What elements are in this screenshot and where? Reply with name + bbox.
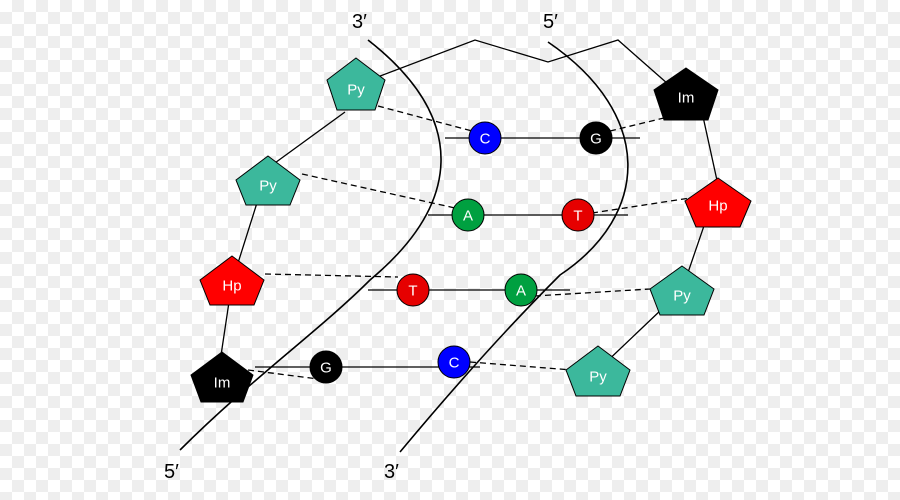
hbond-c-py: [469, 361, 573, 371]
polyamide-linker: [374, 39, 669, 85]
strand-end-top-right: 5′: [543, 11, 558, 33]
strand-end-bottom-left: 5′: [164, 461, 179, 483]
svg-text:Py: Py: [673, 288, 691, 305]
dna-strand-left: [179, 39, 442, 451]
base-pair-1-right: G: [579, 121, 613, 155]
svg-text:Py: Py: [589, 369, 607, 386]
svg-text:T: T: [408, 283, 417, 300]
svg-text:A: A: [516, 283, 526, 300]
svg-text:Py: Py: [259, 178, 277, 195]
dna-strand-right: [399, 41, 629, 453]
strand-end-bottom-right: 3′: [384, 461, 399, 483]
base-pair-4-left: G: [309, 350, 343, 384]
svg-text:Hp: Hp: [708, 198, 727, 215]
imidazole-ring-left: Im: [190, 351, 254, 403]
hbond-t-hp: [591, 197, 691, 214]
svg-text:G: G: [590, 131, 602, 148]
base-pair-2-right: T: [561, 198, 595, 232]
base-pair-3-right: A: [504, 273, 538, 307]
polyamide-left-chain: [219, 111, 346, 363]
hbond-py2-a: [301, 173, 456, 209]
base-pair-1-left: C: [468, 121, 502, 155]
svg-text:Im: Im: [214, 375, 231, 392]
hydroxypyrrole-ring-left: Hp: [199, 255, 265, 306]
svg-text:C: C: [449, 355, 460, 372]
svg-text:G: G: [320, 360, 332, 377]
base-pair-3-left: T: [396, 273, 430, 307]
hbond-py1-c: [377, 105, 473, 132]
strand-end-top-left: 3′: [352, 11, 367, 33]
svg-text:Hp: Hp: [222, 278, 241, 295]
base-pair-2-left: A: [451, 198, 485, 232]
base-pair-4-right: C: [437, 345, 471, 379]
svg-text:Py: Py: [347, 82, 365, 99]
hbond-hp-t: [264, 273, 399, 278]
hydroxypyrrole-ring-right: Hp: [684, 177, 752, 228]
pyrrole-ring-right-1: Py: [649, 265, 715, 316]
svg-text:T: T: [573, 208, 582, 225]
pyrrole-ring-left-1: Py: [326, 57, 386, 111]
hbond-g-im: [609, 116, 669, 132]
svg-text:Im: Im: [678, 90, 695, 107]
pyrrole-ring-right-2: Py: [565, 345, 631, 397]
polyamide-right-chain: [599, 111, 719, 369]
imidazole-ring-right: Im: [653, 67, 719, 121]
pyrrole-ring-left-2: Py: [235, 155, 301, 206]
svg-text:C: C: [480, 131, 491, 148]
svg-text:A: A: [463, 208, 473, 225]
hbond-im-g: [247, 369, 319, 380]
